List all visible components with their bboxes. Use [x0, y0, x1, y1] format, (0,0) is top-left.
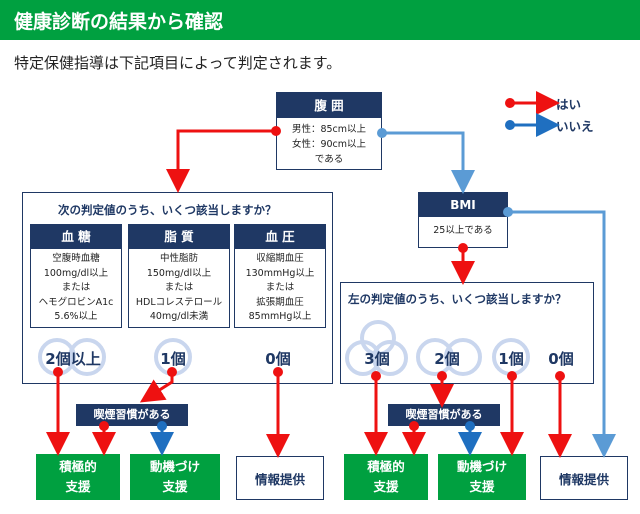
ring-right-3-c — [372, 340, 408, 376]
right-count-1: 1個 — [498, 350, 524, 368]
right-0-dot — [555, 371, 565, 381]
right-motivation-line-1: 動機づけ — [456, 459, 507, 474]
bp-line-5: 85mmHg以上 — [248, 311, 312, 322]
bp-title: 血 圧 — [235, 225, 325, 249]
ring-right-2-b — [444, 338, 482, 376]
right-smoking-yes-dot — [409, 421, 419, 431]
glucose-line-5: 5.6%以上 — [54, 311, 98, 322]
left-smoking-label: 喫煙習慣がある — [76, 404, 188, 426]
page-title: 健康診断の結果から確認 — [14, 11, 224, 33]
right-motivation-support: 動機づけ 支援 — [438, 454, 526, 500]
bmi-no-connector — [508, 210, 616, 458]
lipid-box: 脂 質 中性脂肪 150mg/dl以上 または HDLコレステロール 40mg/… — [128, 224, 230, 328]
lipid-line-2: 150mg/dl以上 — [146, 267, 212, 279]
glucose-line-2: 100mg/dl以上 — [43, 267, 109, 279]
waist-yes-connector — [166, 129, 276, 193]
glucose-line-4: ヘモグロビンA1c — [38, 296, 114, 308]
right-smoking-label: 喫煙習慣がある — [388, 404, 500, 426]
right-3-dot — [371, 371, 381, 381]
left-count-1: 1個 — [160, 350, 186, 368]
lipid-line-5: 40mg/dl未満 — [149, 311, 209, 322]
lipid-line-3: または — [164, 282, 194, 293]
right-smoking-no-dot — [465, 421, 475, 431]
waist-title: 腹 囲 — [277, 93, 381, 118]
right-info-provision: 情報提供 — [540, 456, 628, 500]
right-active-support: 積極的 支援 — [344, 454, 428, 500]
bp-line-2: 130mmHg以上 — [245, 267, 315, 279]
right-question: 左の判定値のうち、いくつ該当しますか？ — [348, 292, 567, 306]
glucose-line-1: 空腹時血糖 — [52, 253, 100, 264]
bmi-box: BMI 25以上である — [418, 192, 508, 248]
glucose-box: 血 糖 空腹時血糖 100mg/dl以上 または ヘモグロビンA1c 5.6%以… — [30, 224, 122, 328]
left-count-2plus: 2個以上 — [45, 350, 101, 368]
lipid-title: 脂 質 — [129, 225, 229, 249]
left-motivation-line-1: 動機づけ — [149, 459, 200, 474]
waist-no-dot — [377, 128, 387, 138]
lipid-line-4: HDLコレステロール — [135, 296, 223, 308]
right-motivation-line-2: 支援 — [469, 479, 495, 494]
left-active-line-1: 積極的 — [59, 459, 97, 474]
left-motivation-line-2: 支援 — [162, 479, 188, 494]
left-2plus-dot — [53, 367, 63, 377]
left-1-dot — [167, 367, 177, 377]
left-smoking-no-dot — [157, 421, 167, 431]
bmi-title: BMI — [419, 193, 507, 217]
left-question: 次の判定値のうち、いくつ該当しますか？ — [58, 203, 277, 217]
right-count-0: 0個 — [548, 350, 574, 368]
left-0-dot — [273, 367, 283, 377]
legend-yes-label: はい — [556, 97, 582, 112]
header-bar — [0, 0, 640, 40]
bp-line-4: 拡張期血圧 — [256, 296, 304, 308]
bmi-yes-dot — [458, 243, 468, 253]
left-active-line-2: 支援 — [65, 479, 91, 494]
bp-line-1: 収縮期血圧 — [256, 253, 304, 264]
legend-no-label: いいえ — [556, 119, 594, 134]
bmi-no-dot — [503, 207, 513, 217]
left-count-0: 0個 — [265, 350, 291, 368]
right-active-line-1: 積極的 — [367, 459, 405, 474]
intro-text: 特定保健指導は下記項目によって判定されます。 — [14, 54, 342, 72]
left-smoking-yes-dot — [99, 421, 109, 431]
lipid-line-1: 中性脂肪 — [159, 253, 198, 264]
legend-yes-dot — [505, 98, 515, 108]
bp-box: 血 圧 収縮期血圧 130mmHg以上 または 拡張期血圧 85mmHg以上 — [234, 224, 326, 328]
waist-line-2: 女性：90cm以上 — [291, 139, 367, 150]
ring-left-2plus-b — [68, 338, 106, 376]
left-motivation-support: 動機づけ 支援 — [130, 454, 220, 500]
waist-line-1: 男性：85cm以上 — [291, 124, 367, 135]
right-active-line-2: 支援 — [373, 479, 399, 494]
waist-yes-dot — [271, 126, 281, 136]
bmi-condition: 25以上である — [433, 225, 493, 236]
waist-no-connector — [382, 131, 475, 194]
waist-line-3: である — [314, 154, 344, 165]
legend-no-dot — [505, 120, 515, 130]
right-1-dot — [507, 371, 517, 381]
glucose-line-3: または — [61, 282, 91, 293]
bp-line-3: または — [265, 282, 295, 293]
right-2-dot — [437, 371, 447, 381]
left-active-support: 積極的 支援 — [36, 454, 120, 500]
glucose-title: 血 糖 — [31, 225, 121, 249]
right-count-2: 2個 — [434, 350, 460, 368]
right-count-3: 3個 — [364, 350, 390, 368]
